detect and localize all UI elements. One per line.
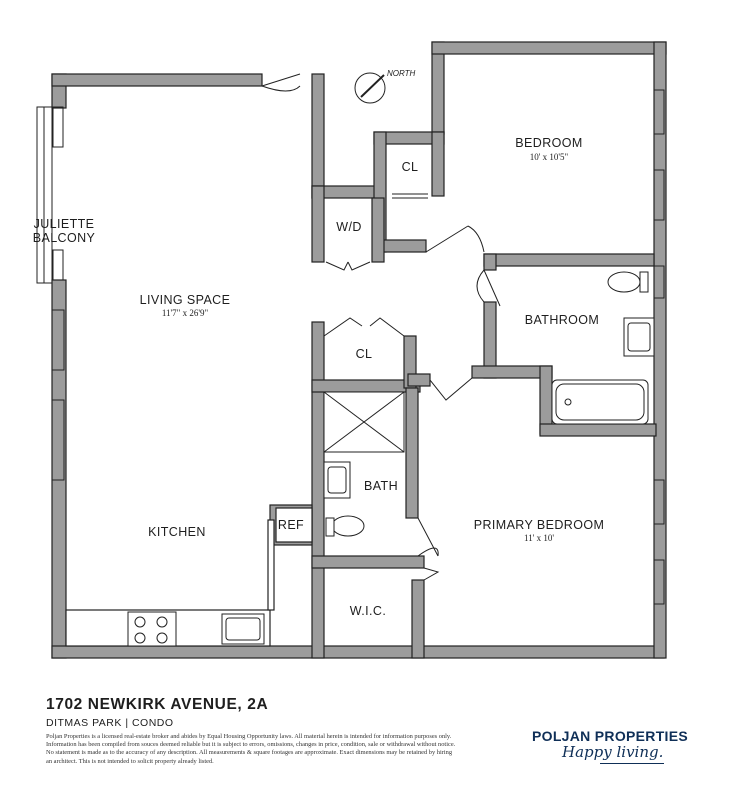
wall [311, 185, 325, 263]
bathroom-label: BATHROOM [525, 313, 600, 327]
bath-toilet [331, 515, 365, 537]
wall [311, 321, 325, 659]
stove [127, 611, 177, 647]
window [52, 249, 64, 281]
window [653, 169, 665, 221]
bath-label: BATH [364, 479, 398, 493]
wall [431, 41, 667, 55]
window [653, 559, 665, 605]
bedroom-dims: 10' x 10'5" [530, 152, 569, 162]
window [52, 106, 64, 148]
entry-door [261, 73, 301, 92]
floor-plan: NORTH BEDROOM 10' x 10'5" CL W/D JULIETT… [33, 41, 667, 659]
window [653, 265, 665, 299]
window [653, 479, 665, 525]
disclaimer-text: Poljan Properties is a licensed real-est… [46, 733, 456, 765]
listing-address: 1702 NEWKIRK AVENUE, 2A [46, 696, 269, 713]
juliette-label: JULIETTE [34, 217, 95, 231]
wall [431, 41, 445, 135]
bedroom-label: BEDROOM [515, 136, 582, 150]
bedroom-door [425, 225, 485, 253]
wall [51, 645, 665, 659]
tagline-underline [600, 763, 664, 764]
living-dims: 11'7" x 26'9" [162, 308, 209, 318]
closet-top-label: CL [402, 160, 419, 174]
window [653, 89, 665, 135]
wall [483, 253, 497, 271]
wall [51, 73, 263, 87]
wd-door [325, 261, 371, 271]
wall [405, 387, 419, 519]
wall [431, 131, 445, 197]
closet-mid-label: CL [356, 347, 373, 361]
wall [407, 373, 431, 387]
wall [371, 197, 385, 263]
window [51, 399, 65, 481]
compass-icon: NORTH [354, 69, 416, 104]
wall [275, 507, 313, 543]
primary-dims: 11' x 10' [524, 533, 554, 543]
wic-door [423, 567, 440, 581]
bath-door [417, 517, 439, 557]
wd-label: W/D [336, 220, 362, 234]
primary-door [429, 377, 473, 401]
listing-footer: 1702 NEWKIRK AVENUE, 2A DITMAS PARK | CO… [0, 680, 743, 800]
wic-label: W.I.C. [350, 604, 386, 618]
brand-tagline: Happy living. [562, 743, 664, 761]
living-label: LIVING SPACE [140, 293, 231, 307]
wall [539, 423, 657, 437]
wall [411, 579, 425, 659]
closet-top-door [392, 193, 428, 199]
kitchen-label: KITCHEN [148, 525, 206, 539]
wall [483, 253, 655, 267]
wall [311, 555, 425, 569]
ref-label: REF [278, 518, 304, 532]
window [51, 309, 65, 371]
bathroom-toilet [607, 271, 641, 293]
bathroom-door [476, 269, 501, 307]
wall [267, 519, 275, 611]
wall [311, 73, 325, 199]
balcony-label: BALCONY [33, 231, 96, 245]
closet-door [323, 317, 405, 337]
brand-name: POLJAN PROPERTIES [532, 728, 689, 744]
compass-label: NORTH [387, 69, 416, 78]
listing-subtitle: DITMAS PARK | CONDO [46, 717, 174, 729]
primary-label: PRIMARY BEDROOM [474, 518, 605, 532]
